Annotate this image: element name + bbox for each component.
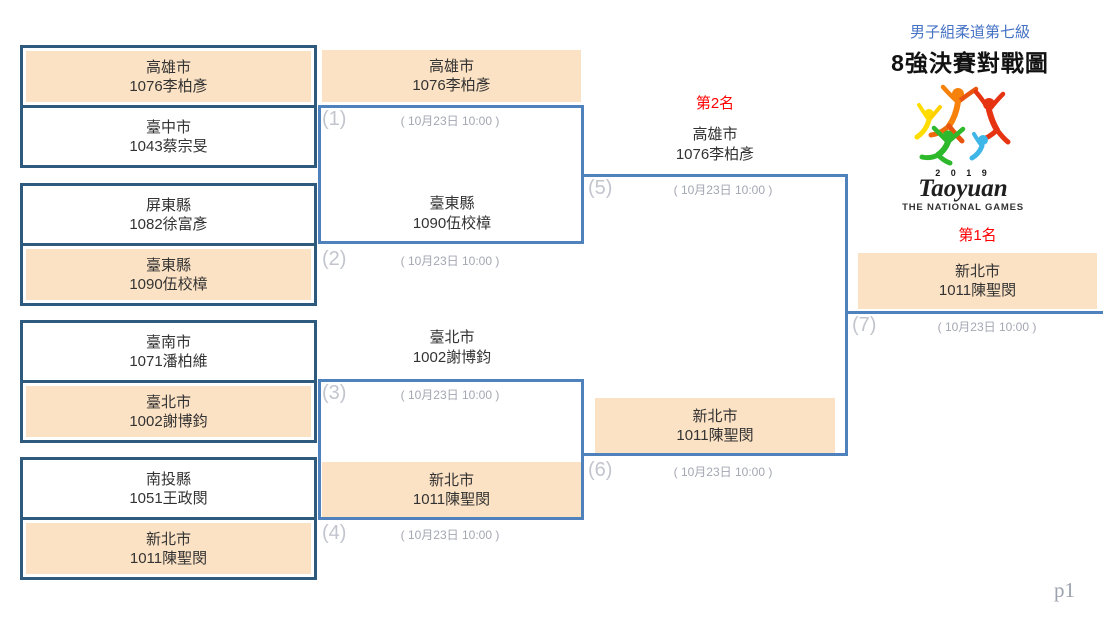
match-4-schedule: ( 10月23日 10:00 ) <box>400 528 500 542</box>
player-name: 1090伍校樟 <box>412 215 492 232</box>
finalist-runner-up: 高雄市 1076李柏彥 <box>635 124 795 166</box>
round1-pair-4: 南投縣 1051王政閔 新北市 1011陳聖閔 <box>20 457 317 580</box>
rank-first-label: 第1名 <box>958 227 997 244</box>
player-name: 1011陳聖閔 <box>676 426 754 444</box>
tournament-title: 8強決賽對戰圖 <box>891 50 1049 76</box>
player-name: 1002謝博鈞 <box>412 349 492 366</box>
bracket-connector-match-5-feed <box>318 105 584 244</box>
match-5-label: (5) <box>588 177 613 199</box>
player-city: 臺中市 <box>145 118 191 136</box>
player-entry: 新北市 1011陳聖閔 <box>26 523 311 574</box>
player-city: 臺北市 <box>145 393 191 411</box>
bracket-connector-final-feed <box>584 174 848 456</box>
player-city: 新北市 <box>954 263 1000 280</box>
player-city: 南投縣 <box>145 470 191 488</box>
player-city: 臺東縣 <box>429 195 475 212</box>
match-7-label: (7) <box>852 314 877 336</box>
player-cell: 臺中市 1043蔡宗旻 <box>23 105 314 165</box>
player-city: 高雄市 <box>428 58 474 75</box>
player-name: 1043蔡宗旻 <box>129 137 208 155</box>
bracket-connector-match-6-feed <box>318 379 584 520</box>
player-name: 1071潘柏維 <box>129 352 208 370</box>
match-1-label: (1) <box>322 108 347 130</box>
player-cell: 南投縣 1051王政閔 <box>23 460 314 517</box>
logo-year: 2 0 1 9 <box>935 168 991 178</box>
green-dancer-icon <box>919 125 966 166</box>
player-city: 高雄市 <box>145 58 191 76</box>
finalist-winner-entrant: 新北市 1011陳聖閔 <box>595 398 835 453</box>
match-1-schedule: ( 10月23日 10:00 ) <box>400 114 500 128</box>
player-city: 新北市 <box>692 407 738 425</box>
player-cell: 屏東縣 1082徐富彥 <box>23 186 314 243</box>
player-entry: 臺北市 1002謝博鈞 <box>26 386 311 437</box>
match-2-label: (2) <box>322 248 347 270</box>
player-name: 1002謝博鈞 <box>129 412 208 430</box>
rank-second-label: 第2名 <box>695 95 735 112</box>
player-cell: 臺東縣 1090伍校樟 <box>23 243 314 303</box>
player-name: 1011陳聖閔 <box>412 490 491 508</box>
semifinal-entrant-4: 新北市 1011陳聖閔 <box>322 462 581 517</box>
player-entry: 高雄市 1076李柏彥 <box>26 51 311 102</box>
player-entry: 臺東縣 1090伍校樟 <box>26 249 311 300</box>
player-entry: 臺中市 1043蔡宗旻 <box>26 111 311 162</box>
player-city: 新北市 <box>145 530 191 548</box>
blue-dancer-icon <box>969 132 988 161</box>
match-2-schedule: ( 10月23日 10:00 ) <box>400 254 500 268</box>
player-cell: 臺北市 1002謝博鈞 <box>23 380 314 440</box>
player-name: 1076李柏彥 <box>412 77 491 94</box>
player-city: 新北市 <box>428 471 474 489</box>
bracket-champion-line <box>848 311 1103 314</box>
player-entry: 臺南市 1071潘柏維 <box>26 326 311 377</box>
yellow-dancer-icon <box>914 103 942 140</box>
round1-pair-1: 高雄市 1076李柏彥 臺中市 1043蔡宗旻 <box>20 45 317 168</box>
player-entry: 南投縣 1051王政閔 <box>26 463 311 514</box>
player-name: 1011陳聖閔 <box>129 549 208 567</box>
player-name: 1076李柏彥 <box>129 77 208 95</box>
logo-figures-icon <box>914 84 1011 166</box>
match-6-schedule: ( 10月23日 10:00 ) <box>673 465 773 479</box>
player-cell: 臺南市 1071潘柏維 <box>23 323 314 380</box>
player-city: 臺東縣 <box>145 256 191 274</box>
player-entry: 屏東縣 1082徐富彥 <box>26 189 311 240</box>
champion-box: 新北市 1011陳聖閔 <box>858 253 1097 309</box>
semifinal-entrant-1: 高雄市 1076李柏彥 <box>322 50 581 102</box>
round1-pair-2: 屏東縣 1082徐富彥 臺東縣 1090伍校樟 <box>20 183 317 306</box>
page-number: p1 <box>1054 578 1075 602</box>
player-cell: 高雄市 1076李柏彥 <box>23 48 314 105</box>
player-city: 臺北市 <box>429 329 475 346</box>
national-games-logo: 2 0 1 9 Taoyuan THE NATIONAL GAMES <box>902 84 1024 212</box>
match-3-label: (3) <box>322 382 347 404</box>
red-dancer-icon <box>973 89 1011 145</box>
player-name: 1011陳聖閔 <box>938 282 1017 299</box>
match-4-label: (4) <box>322 522 347 544</box>
match-3-schedule: ( 10月23日 10:00 ) <box>400 388 500 402</box>
semifinal-entrant-3: 臺北市 1002謝博鈞 <box>322 326 582 370</box>
match-7-schedule: ( 10月23日 10:00 ) <box>937 320 1037 334</box>
logo-name: Taoyuan <box>918 175 1007 202</box>
tournament-subtitle: 男子組柔道第七級 <box>909 24 1030 41</box>
player-cell: 新北市 1011陳聖閔 <box>23 517 314 577</box>
logo-tagline: THE NATIONAL GAMES <box>902 202 1024 212</box>
player-name: 1090伍校樟 <box>129 275 208 293</box>
semifinal-entrant-2: 臺東縣 1090伍校樟 <box>322 192 582 236</box>
player-city: 臺南市 <box>145 333 191 351</box>
match-6-label: (6) <box>588 459 613 481</box>
round1-pair-3: 臺南市 1071潘柏維 臺北市 1002謝博鈞 <box>20 320 317 443</box>
player-name: 1082徐富彥 <box>129 215 208 233</box>
player-name: 1051王政閔 <box>129 489 208 507</box>
player-name: 1076李柏彥 <box>675 146 755 163</box>
player-city: 屏東縣 <box>145 196 191 214</box>
player-city: 高雄市 <box>692 126 738 143</box>
match-5-schedule: ( 10月23日 10:00 ) <box>673 183 773 197</box>
